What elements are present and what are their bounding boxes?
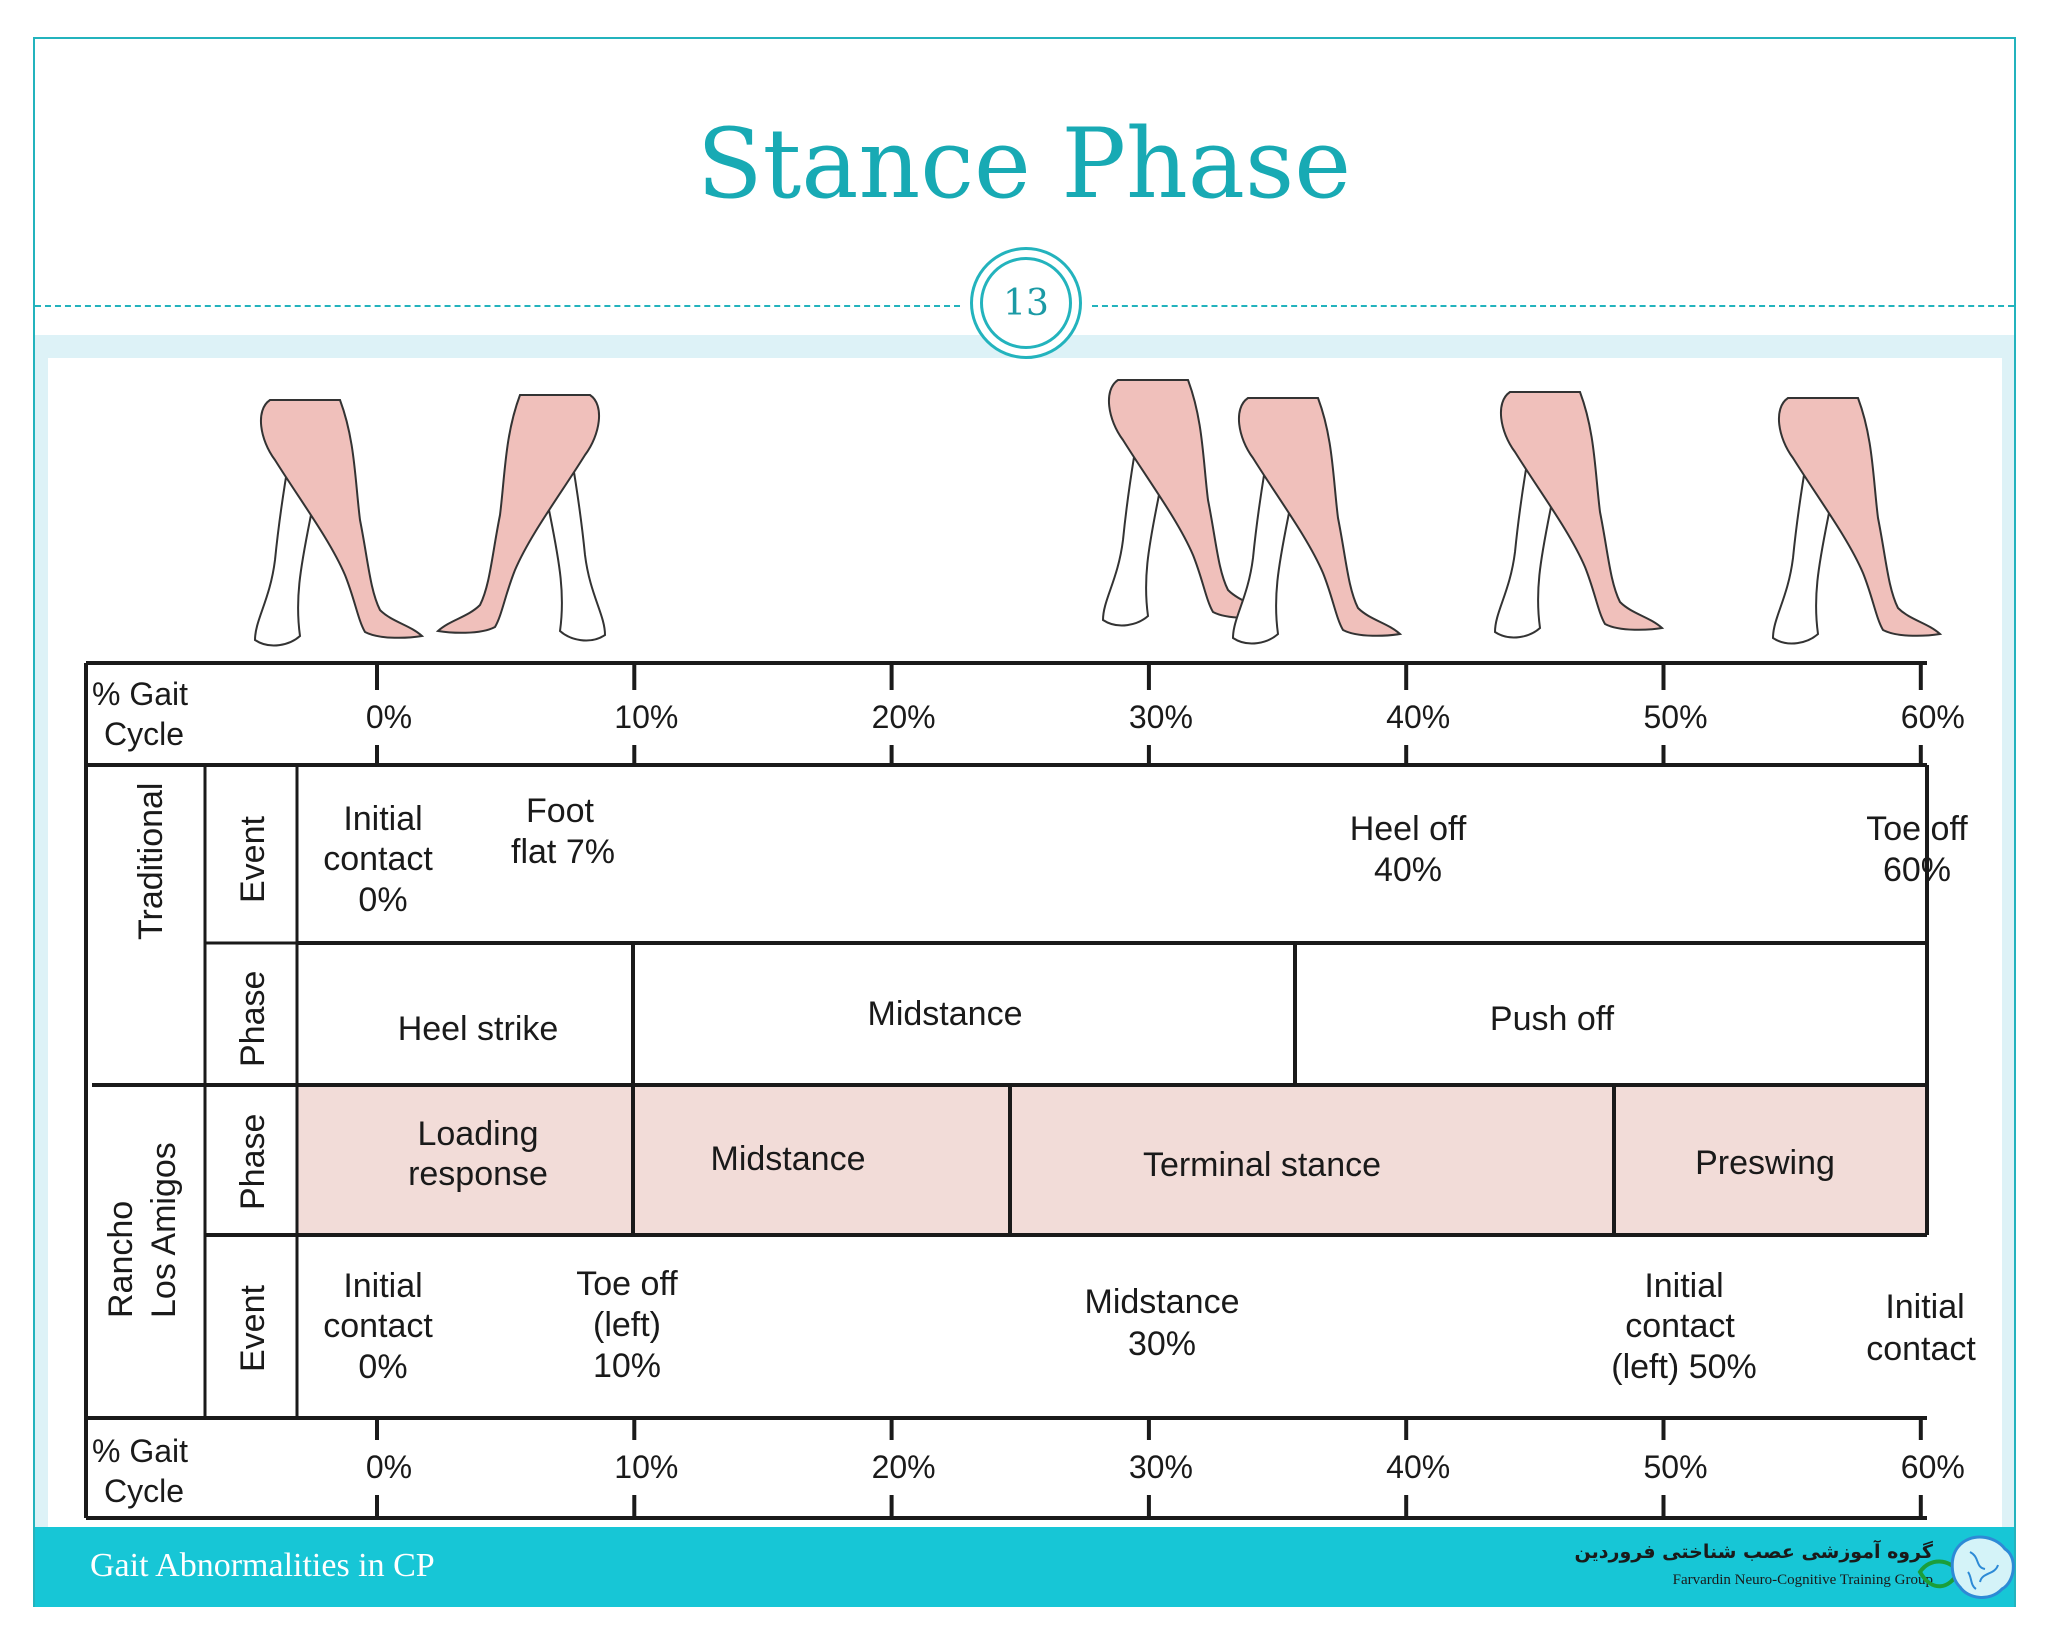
trad-phase-heel-strike: Heel strike	[398, 1010, 559, 1048]
rancho-block: Rancho Los Amigos Phase Event Loading re…	[84, 1085, 1976, 1418]
gait-illustration-4	[1232, 397, 1401, 645]
page-number-badge: 13	[970, 247, 1082, 359]
percent-header-line2: Cycle	[104, 716, 184, 752]
footer-title: Gait Abnormalities in CP	[90, 1547, 435, 1584]
traditional-block: Traditional Event Phase Initial contact …	[84, 765, 1968, 1087]
traditional-phase-label: Phase	[234, 971, 272, 1067]
header-divider-right	[1092, 305, 2014, 307]
trad-phase-midstance: Midstance	[868, 995, 1023, 1033]
percent-footer-line2: Cycle	[104, 1473, 184, 1509]
percent-footer-line1: % Gait	[92, 1433, 188, 1469]
gait-illustration-6	[1772, 397, 1941, 645]
slide-title: Stance Phase	[696, 108, 1352, 220]
percent-top-tick-label: 10%	[614, 699, 678, 735]
rancho-phase-midstance: Midstance	[711, 1140, 866, 1178]
rancho-event-toe-off-2: (left)	[593, 1306, 661, 1344]
header-divider-left	[35, 305, 960, 307]
logo-text-english: Farvardin Neuro-Cognitive Training Group	[1672, 1572, 1933, 1588]
percent-top-tick-label: 20%	[872, 699, 936, 735]
trad-event-heel-off-2: 40%	[1374, 851, 1442, 889]
percent-bottom-tick-label: 10%	[614, 1449, 678, 1485]
percent-bottom-tick-label: 0%	[366, 1449, 412, 1485]
percent-top-tick-label: 40%	[1386, 699, 1450, 735]
traditional-event-label: Event	[234, 816, 272, 903]
rancho-event-initial-contact-2: contact	[323, 1307, 433, 1345]
rancho-event-toe-off-3: 10%	[593, 1347, 661, 1385]
gait-illustration-2	[437, 394, 606, 642]
percent-bottom-tick-label: 20%	[872, 1449, 936, 1485]
percent-bottom-tick-label: 30%	[1129, 1449, 1193, 1485]
trad-event-initial-contact-3: 0%	[358, 881, 407, 919]
page-number: 13	[980, 257, 1072, 349]
trad-phase-push-off: Push off	[1490, 1000, 1615, 1038]
rancho-event-initial-contact-end-1: Initial	[1885, 1288, 1964, 1326]
percent-bottom-tick-label: 40%	[1386, 1449, 1450, 1485]
percent-header-line1: % Gait	[92, 676, 188, 712]
rancho-phase-loading-2: response	[408, 1155, 548, 1193]
rancho-phase-terminal-stance: Terminal stance	[1143, 1146, 1381, 1184]
brain-logo-icon	[1917, 1535, 2015, 1599]
percent-top-tick-label: 0%	[366, 699, 412, 735]
trad-event-foot-flat-2: flat 7%	[511, 833, 615, 871]
rancho-event-initial-contact-1: Initial	[343, 1267, 422, 1305]
rancho-event-midstance-1: Midstance	[1085, 1283, 1240, 1321]
footer-bar: Gait Abnormalities in CP گروه آموزشی عصب…	[35, 1527, 2015, 1607]
rancho-label-2: Los Amigos	[145, 1142, 183, 1318]
percent-row-bottom: % Gait Cycle 0% 10% 20% 30% 40% 50% 60%	[84, 1416, 1965, 1520]
percent-bottom-tick-label: 50%	[1643, 1449, 1707, 1485]
content-panel	[48, 358, 2002, 1533]
gait-illustration-5	[1494, 391, 1663, 639]
rancho-phase-fill	[297, 1087, 1927, 1234]
trad-event-toe-off-1: Toe off	[1866, 810, 1968, 848]
rancho-event-toe-off-1: Toe off	[576, 1265, 678, 1303]
traditional-label: Traditional	[132, 783, 170, 940]
rancho-event-initial-contact-3: 0%	[358, 1348, 407, 1386]
percent-row-top: % Gait Cycle 0% 10% 20% 30% 40% 50% 60%	[84, 661, 1965, 767]
rancho-event-initial-contact-left-3: (left) 50%	[1611, 1348, 1757, 1386]
trad-event-heel-off-1: Heel off	[1350, 810, 1467, 848]
rancho-event-midstance-2: 30%	[1128, 1325, 1196, 1363]
rancho-event-initial-contact-left-2: contact	[1625, 1307, 1735, 1345]
trad-event-foot-flat-1: Foot	[526, 792, 595, 830]
trad-event-initial-contact-1: Initial	[343, 800, 422, 838]
percent-top-tick-label: 30%	[1129, 699, 1193, 735]
trad-event-toe-off-2: 60%	[1883, 851, 1951, 889]
rancho-phase-loading-1: Loading	[417, 1115, 538, 1153]
trad-event-initial-contact-2: contact	[323, 840, 433, 878]
percent-top-tick-label: 50%	[1643, 699, 1707, 735]
rancho-event-initial-contact-end-2: contact	[1866, 1330, 1976, 1368]
rancho-phase-label: Phase	[234, 1114, 272, 1210]
percent-top-tick-label: 60%	[1901, 699, 1965, 735]
rancho-phase-preswing: Preswing	[1695, 1144, 1835, 1182]
rancho-label-1: Rancho	[102, 1201, 140, 1318]
logo-text-persian: گروه آموزشی عصب شناختی فروردین	[1574, 1541, 1933, 1563]
gait-illustration-1	[254, 399, 423, 647]
rancho-event-initial-contact-left-1: Initial	[1644, 1267, 1723, 1305]
percent-bottom-tick-label: 60%	[1901, 1449, 1965, 1485]
rancho-event-label: Event	[234, 1285, 272, 1372]
